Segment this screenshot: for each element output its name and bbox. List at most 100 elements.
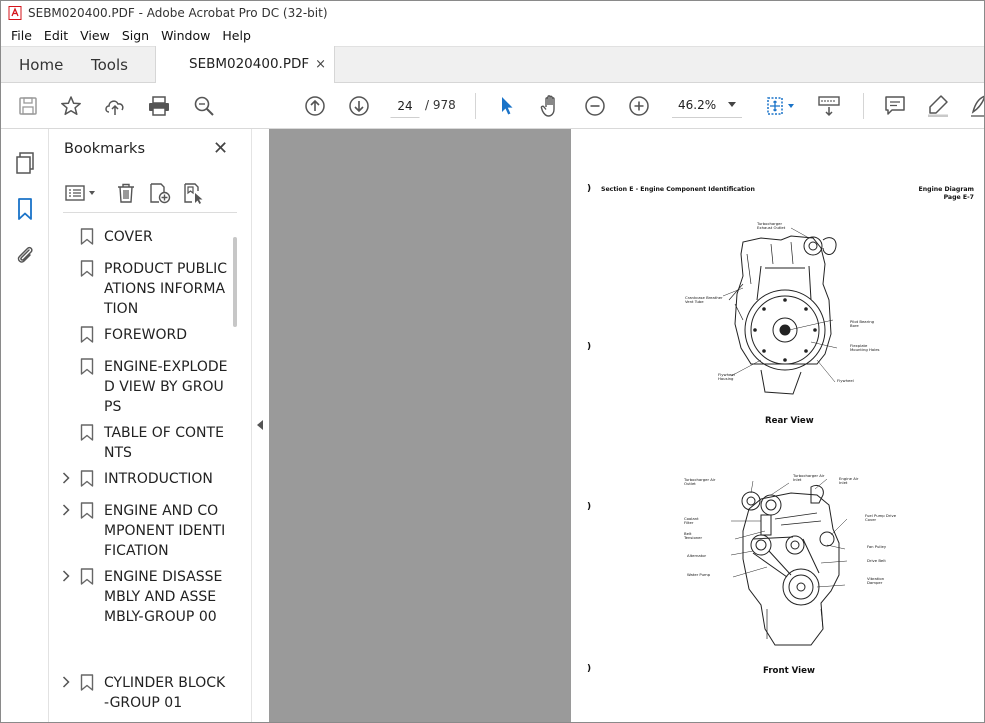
- binding-mark: ): [587, 342, 592, 352]
- pointer-icon[interactable]: [495, 94, 519, 118]
- callout-label: Water Pump: [687, 572, 711, 577]
- menu-edit[interactable]: Edit: [43, 28, 69, 43]
- callout-label: Pilot Bearing Bore: [850, 319, 875, 329]
- bookmark-icon: [80, 260, 94, 277]
- binding-mark: ): [587, 184, 592, 194]
- menu-sign[interactable]: Sign: [121, 28, 150, 43]
- bookmark-icon: [80, 674, 94, 691]
- binding-mark: ): [587, 502, 592, 512]
- upload-icon[interactable]: [103, 94, 127, 118]
- menu-bar: File Edit View Sign Window Help: [1, 25, 984, 46]
- callout-label: Flywheel: [837, 378, 854, 383]
- bookmark-label: ENGINE-EXPLODED VIEW BY GROUPS: [104, 359, 228, 415]
- zoom-value: 46.2%: [678, 98, 717, 112]
- delete-bookmark-icon[interactable]: [113, 181, 139, 205]
- callout-label: Fuel Pump Drive Cover: [865, 513, 897, 523]
- bookmark-label: COVER: [104, 229, 153, 245]
- bookmarks-scrollbar[interactable]: [233, 237, 237, 327]
- page-right-header-title: Engine Diagram: [918, 186, 974, 193]
- attachment-icon[interactable]: [13, 243, 37, 267]
- acrobat-app-icon: [8, 6, 22, 20]
- bookmark-icon: [80, 358, 94, 375]
- page-down-icon[interactable]: [347, 94, 371, 118]
- chevron-right-icon[interactable]: [61, 674, 71, 688]
- bookmark-label: TABLE OF CONTENTS: [104, 425, 224, 461]
- callout-label: Turbocharger Exhaust Outlet: [757, 221, 786, 231]
- document-viewport[interactable]: Section E - Engine Component Identificat…: [269, 129, 984, 722]
- tab-home[interactable]: Home: [19, 56, 64, 74]
- bookmarks-panel-title: Bookmarks: [64, 141, 146, 157]
- front-view-caption: Front View: [763, 666, 815, 676]
- zoom-out-icon[interactable]: [583, 94, 607, 118]
- star-icon[interactable]: [59, 94, 83, 118]
- zoom-search-icon[interactable]: [192, 94, 216, 118]
- new-bookmark-icon[interactable]: [147, 181, 173, 205]
- menu-file[interactable]: File: [11, 28, 32, 43]
- zoom-select[interactable]: 46.2%: [672, 93, 742, 118]
- binding-mark: ): [587, 664, 592, 674]
- tab-document-label: SEBM020400.PDF: [189, 56, 310, 72]
- fit-page-icon[interactable]: [763, 94, 799, 118]
- scroll-mode-icon[interactable]: [817, 94, 841, 118]
- bookmark-panel-icon[interactable]: [13, 197, 37, 221]
- menu-view[interactable]: View: [80, 28, 110, 43]
- hand-icon[interactable]: [539, 94, 563, 118]
- print-icon[interactable]: [147, 94, 171, 118]
- rear-view-engine-drawing: [722, 227, 838, 395]
- bookmark-from-selection-icon[interactable]: [181, 181, 207, 205]
- save-icon[interactable]: [16, 94, 40, 118]
- bookmarks-toolbar: [63, 179, 237, 213]
- panel-splitter[interactable]: [251, 129, 269, 722]
- callout-label: Turbocharger Air Outlet: [684, 477, 716, 487]
- menu-window[interactable]: Window: [161, 28, 211, 43]
- callout-label: Fan Pulley: [867, 544, 887, 549]
- bookmark-icon: [80, 470, 94, 487]
- bookmark-options-icon[interactable]: [63, 181, 99, 205]
- callout-label: Drive Belt: [867, 558, 886, 563]
- document-page: Section E - Engine Component Identificat…: [571, 129, 984, 722]
- callout-label: Turbocharger Air Inlet: [793, 473, 825, 483]
- bookmark-label: CYLINDER BLOCK-GROUP 01: [104, 675, 226, 711]
- chevron-right-icon[interactable]: [61, 568, 71, 582]
- chevron-right-icon[interactable]: [61, 502, 71, 516]
- bookmark-label: FOREWORD: [104, 327, 188, 343]
- zoom-in-icon[interactable]: [627, 94, 651, 118]
- collapse-panel-icon[interactable]: [257, 420, 263, 430]
- title-bar: SEBM020400.PDF - Adobe Acrobat Pro DC (3…: [1, 1, 984, 25]
- toolbar-divider: [475, 93, 476, 119]
- tab-tools[interactable]: Tools: [91, 56, 128, 74]
- page-right-header-number: Page E-7: [943, 193, 974, 201]
- page-thumbnails-icon[interactable]: [13, 151, 37, 175]
- bookmark-label: PRODUCT PUBLICATIONS INFORMATION: [104, 261, 227, 317]
- close-icon[interactable]: ✕: [213, 138, 229, 159]
- tab-document[interactable]: SEBM020400.PDF ×: [155, 46, 335, 84]
- front-view-engine-drawing: [731, 479, 848, 646]
- callout-label: Flywheel Housing: [718, 372, 735, 382]
- comment-icon[interactable]: [883, 94, 907, 118]
- bookmarks-panel: Bookmarks ✕ COVER PRODUCT PUBLIC: [49, 129, 251, 722]
- bookmark-icon: [80, 502, 94, 519]
- callout-label: Vibration Damper: [867, 576, 885, 586]
- sign-icon[interactable]: [967, 94, 984, 118]
- page-right-header: Engine Diagram Page E-7: [919, 186, 974, 201]
- bookmarks-list: COVER PRODUCT PUBLICATIONS INFORMATION F…: [49, 225, 251, 722]
- page-number-input[interactable]: 24: [390, 93, 420, 118]
- tab-close-icon[interactable]: ×: [315, 57, 326, 72]
- callout-label: Alternator: [687, 553, 707, 558]
- toolbar-divider: [863, 93, 864, 119]
- window-title: SEBM020400.PDF - Adobe Acrobat Pro DC (3…: [28, 6, 328, 20]
- callout-label: Coolant Filter: [684, 516, 699, 526]
- bookmark-label: INTRODUCTION: [104, 471, 213, 487]
- callout-label: Flexplate Mounting Holes: [850, 343, 880, 353]
- callout-label: Crankcase Breather Vent Tube: [685, 295, 723, 305]
- page-up-icon[interactable]: [303, 94, 327, 118]
- rear-view-caption: Rear View: [765, 416, 814, 426]
- menu-help[interactable]: Help: [222, 28, 251, 43]
- page-total-label: / 978: [425, 98, 456, 112]
- bookmark-label: ENGINE AND COMPONENT IDENTIFICATION: [104, 503, 226, 559]
- callout-label: Belt Tensioner: [684, 531, 703, 541]
- bookmark-icon: [80, 228, 94, 245]
- highlight-icon[interactable]: [926, 94, 950, 118]
- chevron-right-icon[interactable]: [61, 470, 71, 484]
